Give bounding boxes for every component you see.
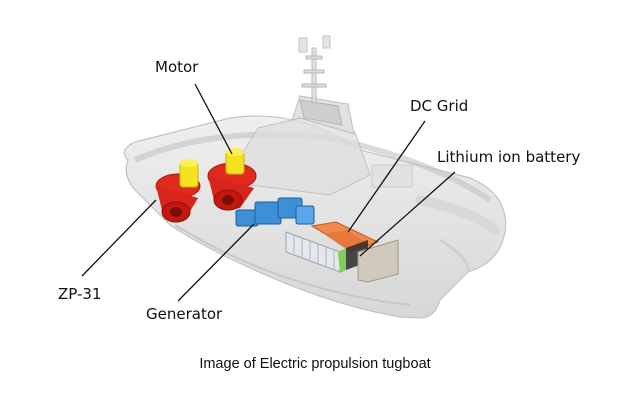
label-zp-31: ZP-31: [58, 285, 102, 303]
label-lithium-ion-battery: Lithium ion battery: [437, 148, 581, 166]
leader-battery: [359, 171, 456, 257]
label-motor: Motor: [155, 58, 199, 76]
generator-units: [235, 197, 315, 227]
leader-generator: [177, 223, 255, 302]
leader-dc-grid: [347, 120, 426, 233]
motor-right: [225, 148, 245, 175]
leader-motor: [194, 83, 233, 155]
motor-left: [179, 159, 199, 188]
leader-lines: [81, 83, 456, 302]
zp-31-thruster-right: [207, 162, 257, 211]
leader-zp-31: [81, 199, 157, 277]
lithium-ion-battery: [285, 231, 399, 283]
label-dc-grid: DC Grid: [410, 97, 469, 115]
label-generator: Generator: [146, 305, 223, 323]
figure-caption: Image of Electric propulsion tugboat: [199, 356, 431, 372]
superstructure: [237, 35, 413, 196]
